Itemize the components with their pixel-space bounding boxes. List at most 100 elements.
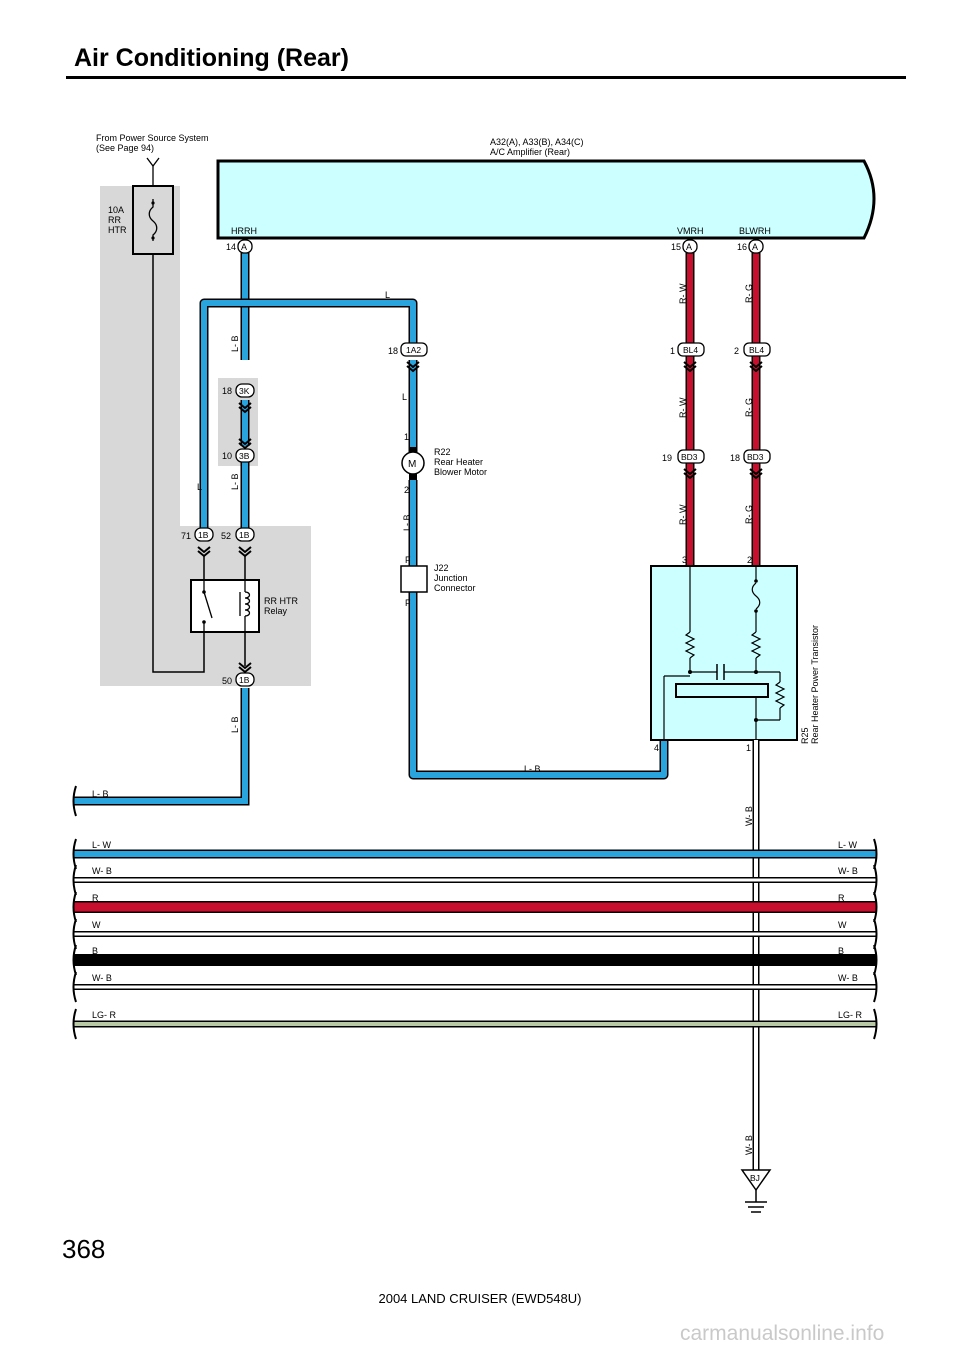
pin-tr-1: 1 bbox=[746, 743, 751, 753]
wire-label-rg-3: R- G bbox=[744, 505, 754, 524]
connector-1b-label: 1B bbox=[198, 530, 209, 540]
wire-label-lb-4: L- B bbox=[402, 514, 412, 531]
bus-label-left: R bbox=[92, 893, 99, 903]
wire-label-rw-3: R- W bbox=[678, 504, 688, 525]
pin-tr-2: 2 bbox=[747, 555, 752, 565]
pin-motor-2: 2 bbox=[404, 485, 409, 495]
connector-a-15 bbox=[682, 239, 698, 254]
connector-3b bbox=[235, 438, 255, 463]
wire-label-l: L bbox=[385, 290, 390, 300]
pin-1b-71: 71 bbox=[181, 531, 191, 541]
wire-label-lb-2: L- B bbox=[230, 473, 240, 490]
bus-label-right: R bbox=[838, 893, 845, 903]
fuse-name-2: HTR bbox=[108, 225, 127, 235]
connector-bd3-label: BD3 bbox=[747, 452, 764, 462]
bus-break-mark bbox=[72, 971, 77, 1003]
page-number: 368 bbox=[62, 1234, 106, 1264]
wire-label-rw-2: R- W bbox=[678, 397, 688, 418]
wire-l-blue bbox=[74, 253, 669, 806]
wire-label-lb: L- B bbox=[230, 335, 240, 352]
connector-1b-71 bbox=[194, 527, 214, 558]
pin-bd3-19: 19 bbox=[662, 453, 672, 463]
bus-break-mark bbox=[72, 785, 77, 817]
relay-name: RR HTR bbox=[264, 596, 298, 606]
relay-icon bbox=[190, 579, 260, 633]
junction-block-area bbox=[100, 186, 180, 686]
watermark: carmanualsonline.info bbox=[680, 1322, 885, 1345]
pin-15: 15 bbox=[671, 242, 681, 252]
relay-name-2: Relay bbox=[264, 606, 288, 616]
pin-motor-1: 1 bbox=[404, 432, 409, 442]
ground-icon bbox=[740, 1169, 772, 1213]
pin-j22-bottom: F bbox=[405, 598, 411, 608]
pin-1b-50: 50 bbox=[222, 676, 232, 686]
wire-label-lb-3: L- B bbox=[230, 716, 240, 733]
fuse-rating: 10A bbox=[108, 205, 124, 215]
bus-break-mark bbox=[873, 971, 878, 1003]
connector-1b-50 bbox=[235, 662, 255, 687]
connector-3k-label: 3K bbox=[239, 386, 250, 396]
junction-name: Junction bbox=[434, 573, 468, 583]
terminal-vmrh: VMRH bbox=[677, 226, 704, 236]
connector-a-letter: A bbox=[752, 242, 758, 252]
connector-a-14 bbox=[237, 239, 253, 254]
connector-bd3-18 bbox=[743, 449, 771, 480]
wire-label-wb: W- B bbox=[744, 806, 754, 826]
bus-label-left: B bbox=[92, 946, 98, 956]
connector-1a2 bbox=[400, 342, 428, 373]
junction-code: J22 bbox=[434, 563, 449, 573]
motor-name-2: Blower Motor bbox=[434, 467, 487, 477]
bus-label-right: W- B bbox=[838, 866, 858, 876]
motor-icon bbox=[401, 447, 425, 480]
pin-14: 14 bbox=[226, 242, 236, 252]
bus-label-left: W bbox=[92, 920, 101, 930]
connector-1b-label: 1B bbox=[239, 675, 250, 685]
power-source-page: (See Page 94) bbox=[96, 143, 154, 153]
junction-connector-icon bbox=[400, 565, 428, 593]
fuse-name-1: RR bbox=[108, 215, 121, 225]
power-source-label: From Power Source System bbox=[96, 133, 209, 143]
connector-3k bbox=[235, 383, 255, 414]
ground-label: BJ bbox=[750, 1173, 760, 1183]
bus-label-right: B bbox=[838, 946, 844, 956]
connector-bd3-label: BD3 bbox=[681, 452, 698, 462]
pin-tr-3: 3 bbox=[682, 555, 687, 565]
bus-label-right: L- W bbox=[838, 840, 858, 850]
pin-3b-10: 10 bbox=[222, 451, 232, 461]
wire-label-rw: R- W bbox=[678, 283, 688, 304]
bus-label-left: W- B bbox=[92, 866, 112, 876]
connector-bd3-19 bbox=[677, 449, 705, 480]
pin-tr-4: 4 bbox=[654, 743, 659, 753]
pin-16: 16 bbox=[737, 242, 747, 252]
pin-bl4-1: 1 bbox=[670, 346, 675, 356]
page-title: Air Conditioning (Rear) bbox=[74, 44, 349, 72]
power-transistor-circuit-icon bbox=[663, 566, 786, 740]
model-footer: 2004 LAND CRUISER (EWD548U) bbox=[378, 1291, 582, 1306]
bus-label-right: W bbox=[838, 920, 847, 930]
terminal-hrrh: HRRH bbox=[231, 226, 257, 236]
title-rule bbox=[66, 76, 906, 79]
bus-label-right: W- B bbox=[838, 973, 858, 983]
motor-symbol: M bbox=[408, 459, 416, 470]
connector-a-letter: A bbox=[686, 242, 692, 252]
ac-amplifier-body bbox=[216, 159, 876, 240]
connector-bl4-label: BL4 bbox=[683, 345, 698, 355]
wire-label-rg: R- G bbox=[744, 284, 754, 303]
power-source-arrow bbox=[146, 157, 160, 186]
pin-bl4-2: 2 bbox=[734, 346, 739, 356]
terminal-blwrh: BLWRH bbox=[739, 226, 771, 236]
bus-label-right: LG- R bbox=[838, 1010, 863, 1020]
bus-break-mark bbox=[72, 1008, 77, 1040]
bus-break-mark bbox=[873, 1008, 878, 1040]
connector-bl4-label: BL4 bbox=[749, 345, 764, 355]
wire-label-rg-2: R- G bbox=[744, 398, 754, 417]
wire-label-wb-2: W- B bbox=[744, 1135, 754, 1155]
amplifier-name: A/C Amplifier (Rear) bbox=[490, 147, 570, 157]
motor-name: Rear Heater bbox=[434, 457, 483, 467]
bus-label-left: LG- R bbox=[92, 1010, 117, 1020]
transistor-code: R25 bbox=[800, 727, 810, 744]
motor-code: R22 bbox=[434, 447, 451, 457]
wire-label-lb-5: L- B bbox=[524, 764, 541, 774]
